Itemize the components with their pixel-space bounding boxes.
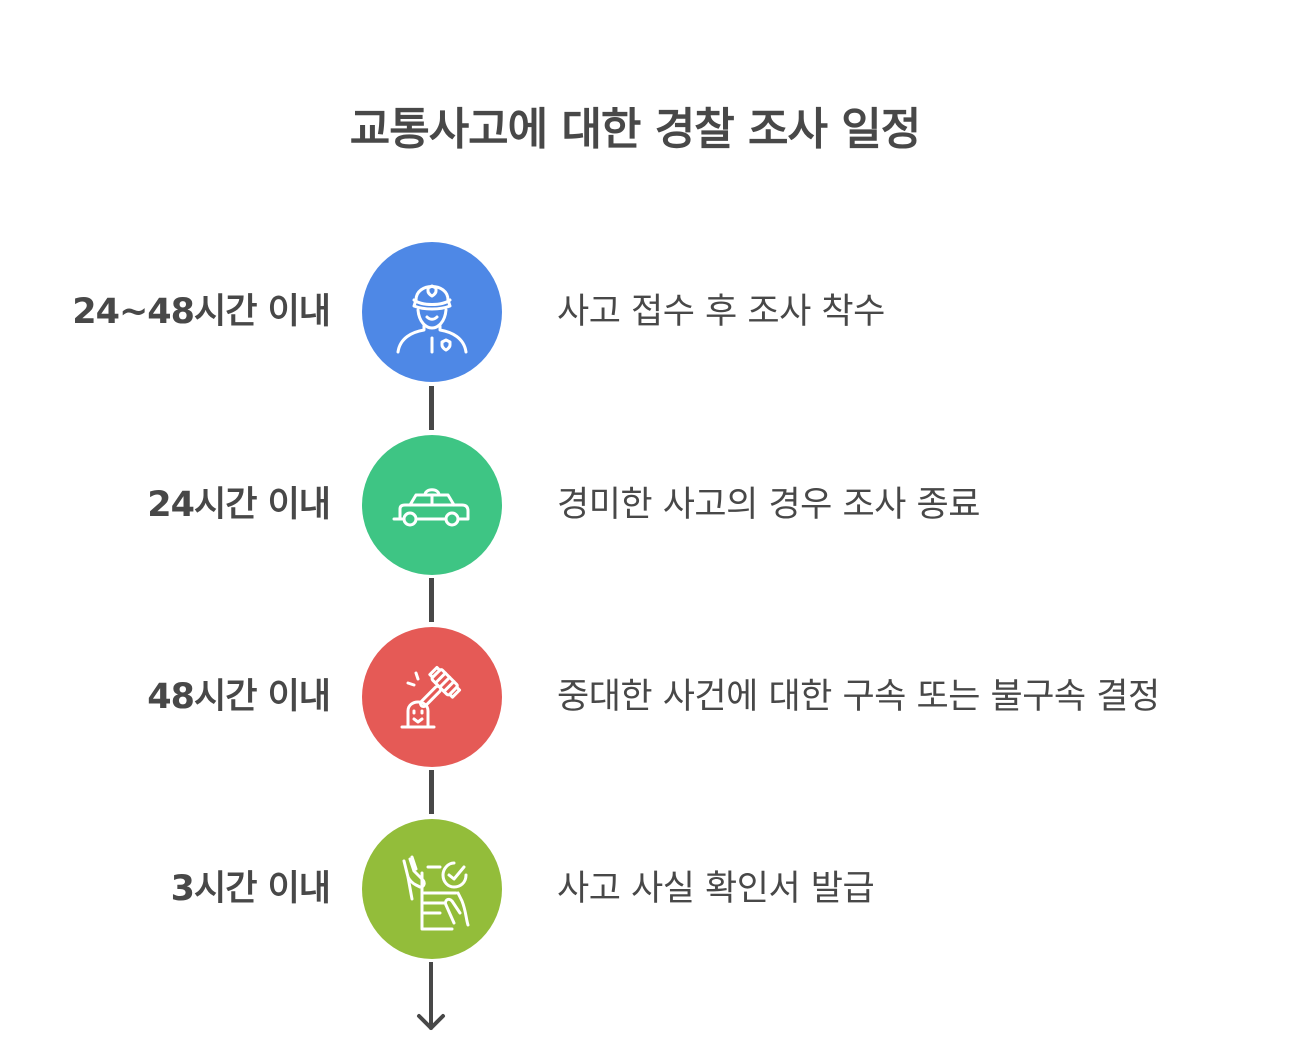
step-description: 사고 사실 확인서 발급 <box>557 869 875 909</box>
timeline-step-2: 24시간 이내 경미한 사고의 경우 조사 종료 <box>0 435 1296 575</box>
timeline-step-4: 3시간 이내 사고 사실 확인서 발급 <box>0 819 1296 959</box>
gavel-siren-icon <box>400 665 462 729</box>
timeline-step-3: 48시간 이내 중대한 사건에 대한 구속 또는 불 <box>0 627 1296 767</box>
step-circle <box>362 627 502 767</box>
police-officer-icon <box>396 284 468 354</box>
step-circle <box>362 435 502 575</box>
diagram-title: 교통사고에 대한 경찰 조사 일정 <box>349 104 922 155</box>
timeline-step-1: 24~48시간 이내 사고 접수 후 조사 착수 <box>0 242 1296 382</box>
step-description: 경미한 사고의 경우 조사 종료 <box>557 485 980 525</box>
step-description: 사고 접수 후 조사 착수 <box>557 292 885 332</box>
step-time-label: 24~48시간 이내 <box>72 292 331 332</box>
timeline-connector <box>429 386 434 430</box>
timeline-connector <box>429 770 434 814</box>
step-circle <box>362 819 502 959</box>
step-time-label: 48시간 이내 <box>147 677 331 717</box>
step-time-label: 24시간 이내 <box>147 485 331 525</box>
step-description: 중대한 사건에 대한 구속 또는 불구속 결정 <box>557 677 1160 717</box>
police-car-icon <box>392 488 470 527</box>
timeline-connector <box>429 578 434 622</box>
step-circle <box>362 242 502 382</box>
document-check-icon <box>402 855 470 931</box>
timeline-end-arrow-icon <box>417 962 445 1030</box>
step-time-label: 3시간 이내 <box>170 869 331 909</box>
